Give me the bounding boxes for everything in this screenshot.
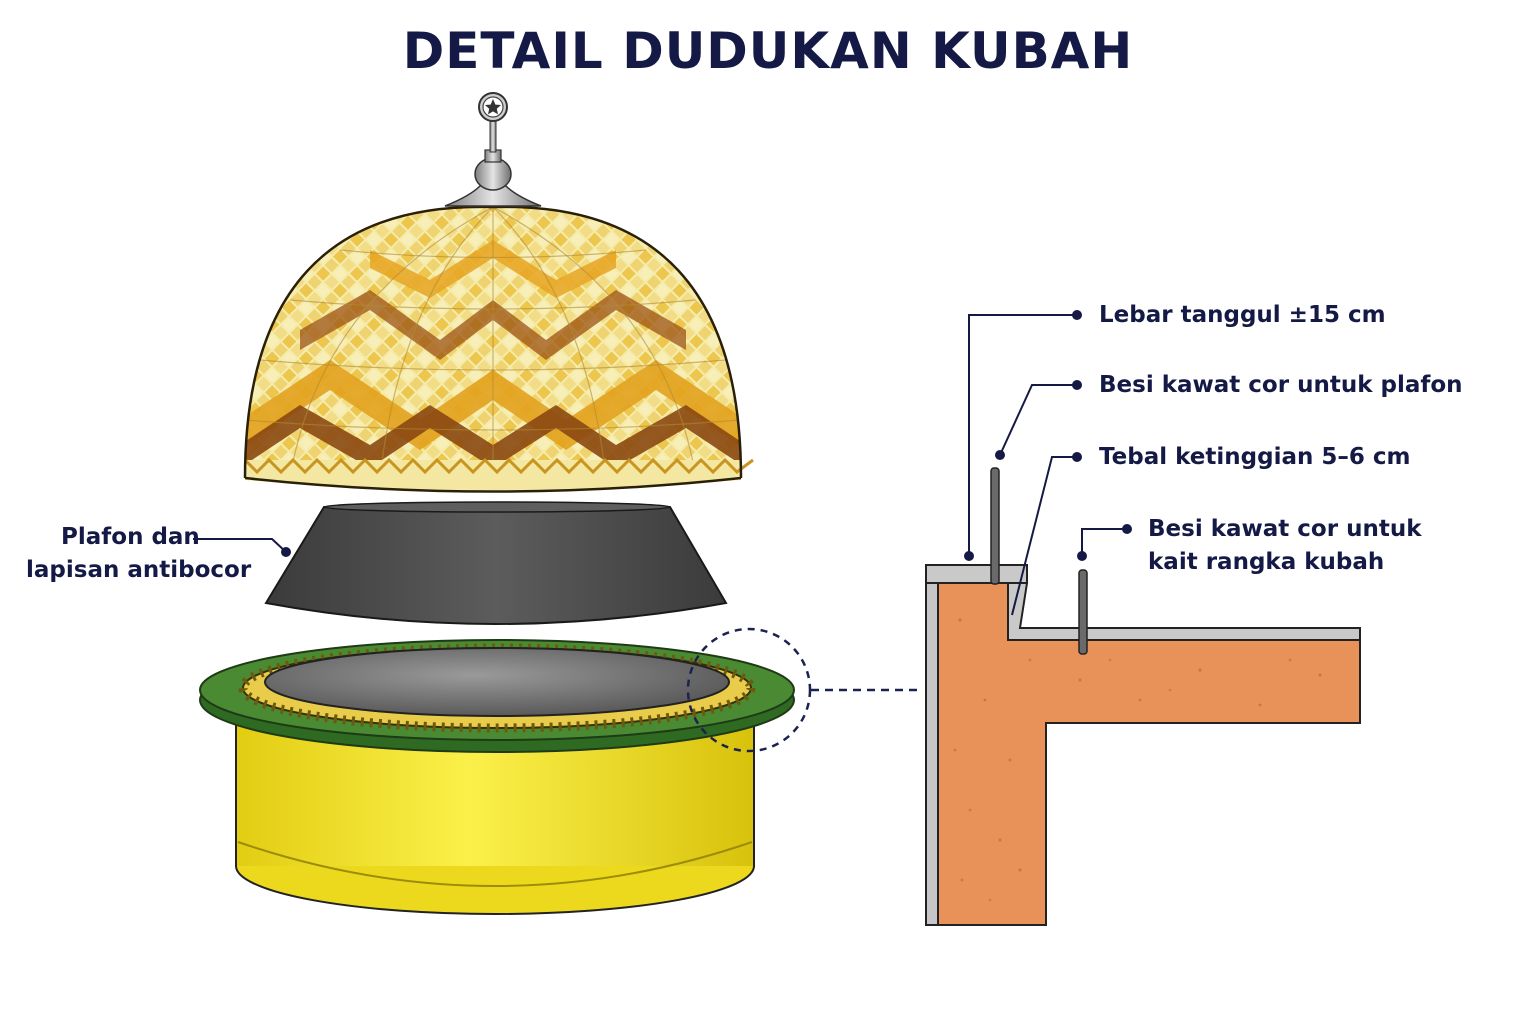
label-plafon-line1: Plafon dan [61, 524, 200, 550]
dome-shell [243, 205, 754, 493]
detail-callout-circle [686, 627, 812, 753]
label-besi-kait-line1: Besi kawat cor untuk [1148, 516, 1422, 542]
label-lebar-tanggul: Lebar tanggul ±15 cm [1099, 302, 1386, 328]
label-besi-plafon: Besi kawat cor untuk plafon [1099, 372, 1463, 398]
dome-finial [444, 92, 542, 207]
leader-lines [193, 314, 1127, 616]
label-tebal-ketinggian: Tebal ketinggian 5–6 cm [1099, 444, 1411, 470]
diagram-title: DETAIL DUDUKAN KUBAH [402, 22, 1134, 80]
star-crescent-icon [485, 99, 501, 115]
cross-section-detail [925, 467, 1361, 926]
plafon-layer [264, 501, 728, 625]
label-plafon-line2: lapisan antibocor [26, 557, 252, 583]
label-besi-kait-line2: kait rangka kubah [1148, 549, 1385, 575]
leader-dots [281, 310, 1132, 561]
ring-beam [199, 639, 795, 753]
